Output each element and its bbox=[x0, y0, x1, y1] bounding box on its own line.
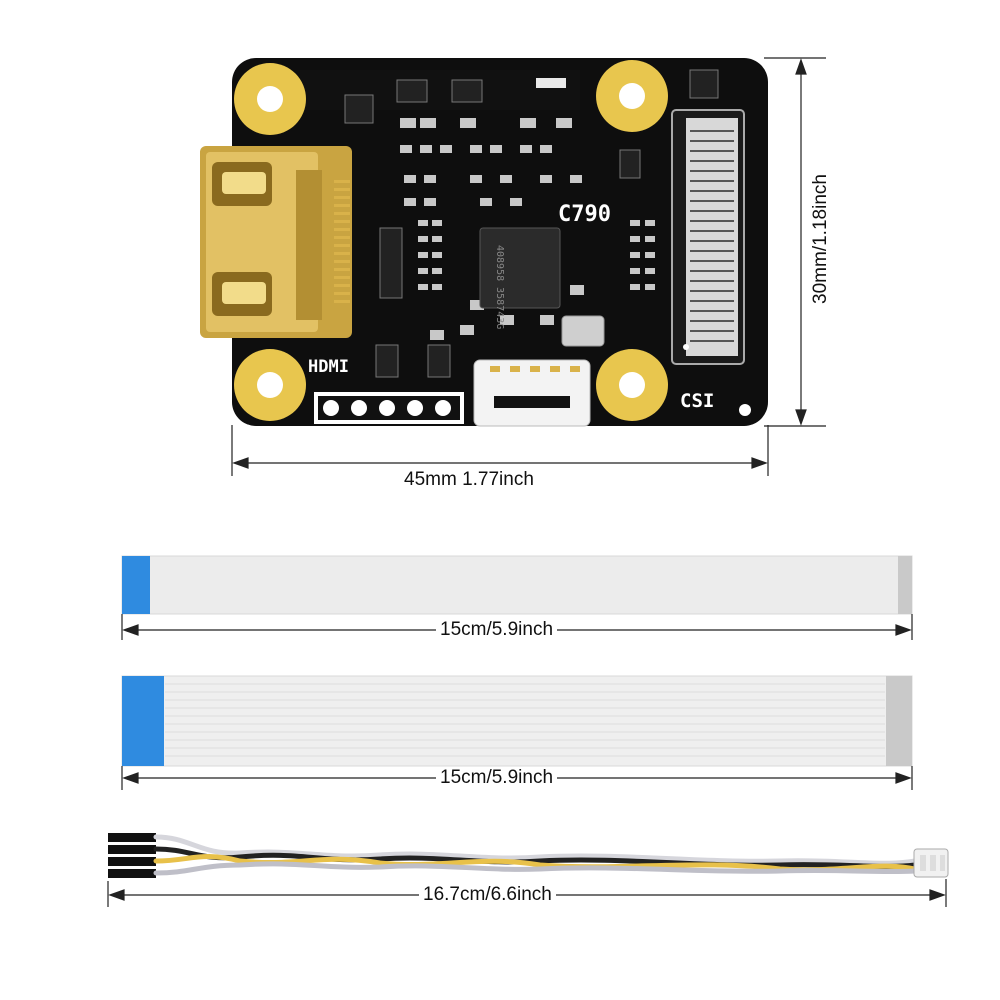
ribbon-wide-contacts bbox=[886, 676, 912, 766]
hdmi-connector bbox=[200, 146, 352, 338]
mounting-hole-bottom-left bbox=[234, 349, 306, 421]
board-width-label: 45mm 1.77inch bbox=[400, 469, 538, 491]
board-height-dimension-line bbox=[764, 57, 826, 427]
hdmi-csi-board-illustration: 408958 358743G bbox=[200, 57, 826, 476]
ribbon-wide-tab bbox=[122, 676, 164, 766]
csi-connector bbox=[671, 109, 745, 365]
pcb-texture bbox=[300, 70, 580, 110]
silkscreen-model: C790 bbox=[558, 202, 611, 227]
mounting-hole-top-left bbox=[234, 63, 306, 135]
ribbon-cable-thin-illustration bbox=[121, 555, 913, 640]
ribbon-wide-label: 15cm/5.9inch bbox=[436, 767, 558, 789]
chip-marking: 408958 358743G bbox=[494, 245, 505, 329]
pin-header bbox=[314, 392, 464, 424]
ribbon-thin-label: 15cm/5.9inch bbox=[436, 619, 558, 641]
silkscreen-csi: CSI bbox=[680, 390, 714, 412]
ribbon-thin-contacts bbox=[898, 556, 912, 614]
board-small-hole bbox=[739, 404, 751, 416]
board-height-label: 30mm/1.18inch bbox=[810, 140, 832, 338]
jumper-wire-illustration bbox=[107, 833, 949, 907]
ribbon-thin-body bbox=[121, 555, 913, 615]
dupont-housings bbox=[108, 833, 156, 878]
smd-components bbox=[344, 69, 719, 378]
mounting-hole-top-right bbox=[596, 60, 668, 132]
twisted-wires bbox=[153, 834, 918, 876]
pin1-marker bbox=[683, 344, 689, 350]
mounting-hole-bottom-right bbox=[596, 349, 668, 421]
ribbon-wide-body bbox=[121, 675, 913, 767]
jst-connector bbox=[473, 359, 591, 427]
ribbon-wide-stripes bbox=[165, 683, 885, 757]
board-width-dimension-line bbox=[231, 425, 769, 476]
bridge-chip: 408958 358743G bbox=[479, 227, 561, 329]
jst-plug bbox=[913, 848, 949, 878]
ribbon-thin-tab bbox=[122, 556, 150, 614]
ribbon-cable-wide-illustration bbox=[121, 675, 913, 790]
wire-length-label: 16.7cm/6.6inch bbox=[419, 884, 556, 906]
crystal-oscillator bbox=[561, 315, 605, 347]
silkscreen-hdmi: HDMI bbox=[308, 357, 349, 377]
